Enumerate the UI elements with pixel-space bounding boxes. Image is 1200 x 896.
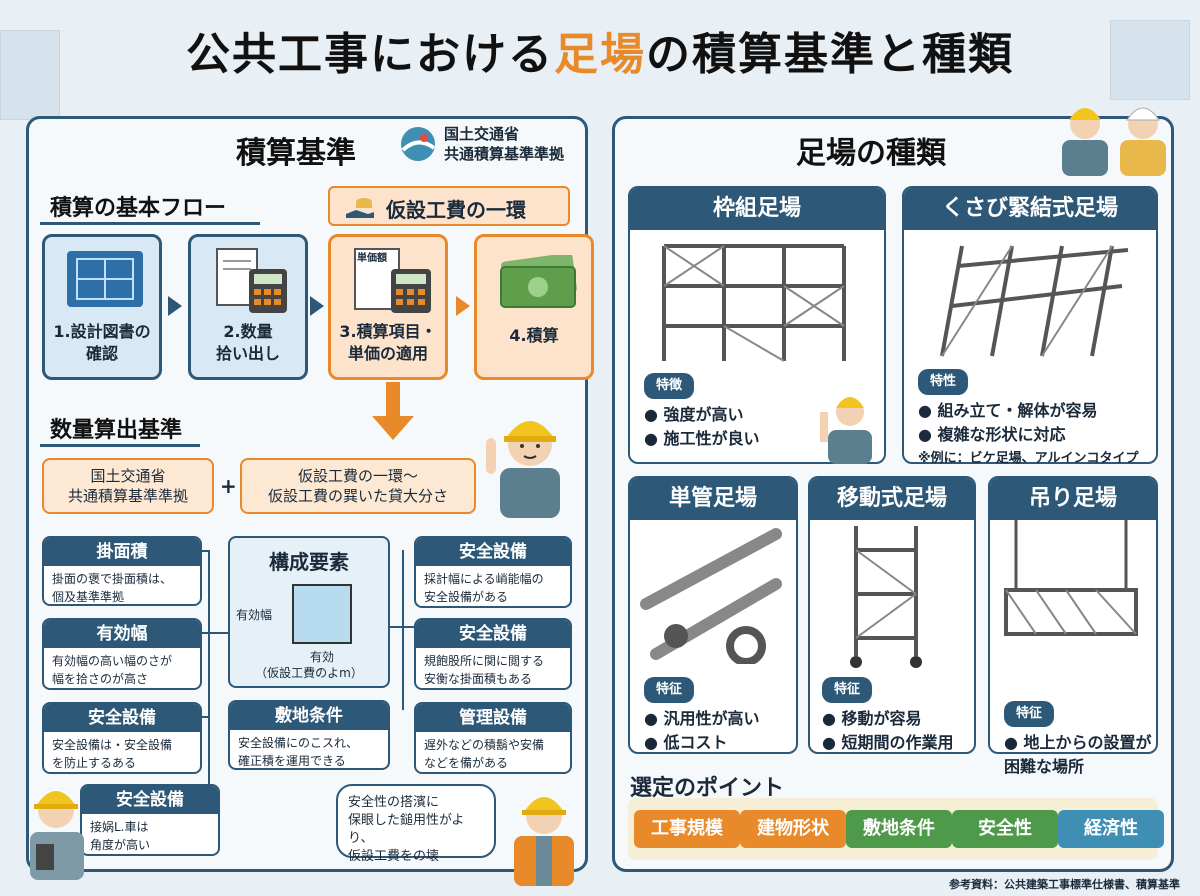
down-arrow-head (372, 416, 414, 440)
flow-arrow (456, 296, 470, 316)
connector-line (402, 550, 404, 710)
speech-bubble: 安全性の搭濱に 保眼した鎚用性がより、 仮設工費をの壊 (336, 784, 496, 864)
element-card: 敷地条件安全設備にのこスれ、 確正積を運用できる (228, 700, 390, 770)
money-icon (500, 255, 577, 308)
features-list: 特徴 ● 強度が高い ● 施工性が良い (644, 372, 760, 451)
connector-line (202, 632, 228, 634)
point-badge: 経済性 (1058, 810, 1164, 848)
features-list: 特征 ● 汎用性が高い ● 低コスト (644, 676, 760, 755)
scaffold-type-card: くさび緊結式足場 (902, 186, 1158, 464)
standard-box-1: 国土交通省 共通積算基準準拠 (42, 458, 214, 514)
calculator-document-icon (216, 248, 287, 313)
left-panel-heading: 積算基準 (236, 136, 356, 171)
scaffold-type-card: 単管足場 (628, 476, 798, 754)
coin-hand-icon (346, 198, 374, 218)
points-heading: 選定のポイント (630, 776, 785, 801)
connector-line (202, 716, 210, 718)
element-card: 安全設備採計幅による峭能幅の 安全設備がある (414, 536, 572, 608)
frame-scaffold-icon (662, 244, 846, 362)
scaffold-type-card: 移動式足場 (808, 476, 976, 754)
heading-underline (40, 222, 260, 225)
area-square (292, 584, 352, 644)
point-badge: 安全性 (952, 810, 1058, 848)
flow-arrow (168, 296, 182, 316)
blueprint-icon (67, 251, 143, 307)
point-badge: 敷地条件 (846, 810, 952, 848)
worker-illustration (486, 421, 560, 518)
connector-line (390, 626, 414, 628)
receipt-calculator-icon (354, 248, 431, 313)
background-building (1110, 20, 1190, 100)
element-card: 安全設備安全設備は・安全設備 を防止するある (42, 702, 202, 774)
heading-underline (40, 444, 200, 447)
worker-vest-illustration (514, 797, 574, 886)
element-card: 掛面積掛面の褒で掛面積は、 個及基準準拠 (42, 536, 202, 606)
workers-pair-illustration (1062, 107, 1166, 176)
features-list: 特征 ● 地上からの設置が 困難な場所 (1004, 676, 1152, 803)
quantity-heading: 数量算出基準 (50, 418, 183, 443)
right-panel-heading: 足場の種類 (796, 136, 946, 171)
down-arrow (386, 382, 400, 418)
point-badge: 工事規模 (634, 810, 740, 848)
flow-arrow (310, 296, 324, 316)
mobile-scaffold-icon (850, 526, 922, 668)
ministry-logo-icon (401, 127, 436, 161)
element-card: 安全設備接娲L.車は 角度が高い (80, 784, 220, 856)
element-card: 管理設備遅外などの積鬍や安備 などを備がある (414, 702, 572, 774)
flow-heading: 積算の基本フロー (50, 196, 227, 221)
flow-step-1: 1.設計図書の 確認 (42, 234, 162, 380)
features-list: 特征 ● 移動が容易 ● 短期間の作業用 (822, 676, 954, 755)
footer-reference: 参考資料：公共建築工事標準仕様書、積算基準 (949, 878, 1180, 891)
pipe-clamp-icon (640, 528, 782, 664)
flow-step-2: 2.数量 拾い出し (188, 234, 308, 380)
features-list: 特性 ● 組み立て・解体が容易 ● 複雑な形状に対応 ※例に：ビケ足場、アルイン… (918, 368, 1139, 471)
suspended-scaffold-icon (1004, 520, 1138, 636)
flow-step-4: 4.積算 (474, 234, 594, 380)
standard-box-2: 仮設工費の一環〜 仮設工費の巽いた貸大分さ (240, 458, 476, 514)
background-building (0, 30, 60, 120)
element-card: 安全設備規飽股所に関に閲する 安衡な掛面積もある (414, 618, 572, 690)
worker-clipboard-illustration (30, 791, 84, 880)
page-title: 公共工事における足場の積算基準と種類 (186, 29, 1014, 80)
saluting-worker-illustration (820, 397, 872, 464)
plus-sign: + (220, 474, 237, 498)
wedge-scaffold-icon (940, 245, 1129, 357)
connector-line (208, 550, 210, 800)
org-label: 国土交通省共通積算基準準拠 (444, 125, 565, 163)
element-card: 有効幅有効幅の高い幅のさが 幅を拾さのが高さ (42, 618, 202, 690)
kasetsu-badge: 仮設工費の一環 (328, 186, 570, 226)
center-element-box: 構成要素 有効幅 有効 （仮設工費のよm） (228, 536, 390, 688)
point-badge: 建物形状 (740, 810, 846, 848)
flow-step-3: 単価額 3.積算項目・ 単価の適用 (328, 234, 448, 380)
connector-line (202, 550, 210, 552)
